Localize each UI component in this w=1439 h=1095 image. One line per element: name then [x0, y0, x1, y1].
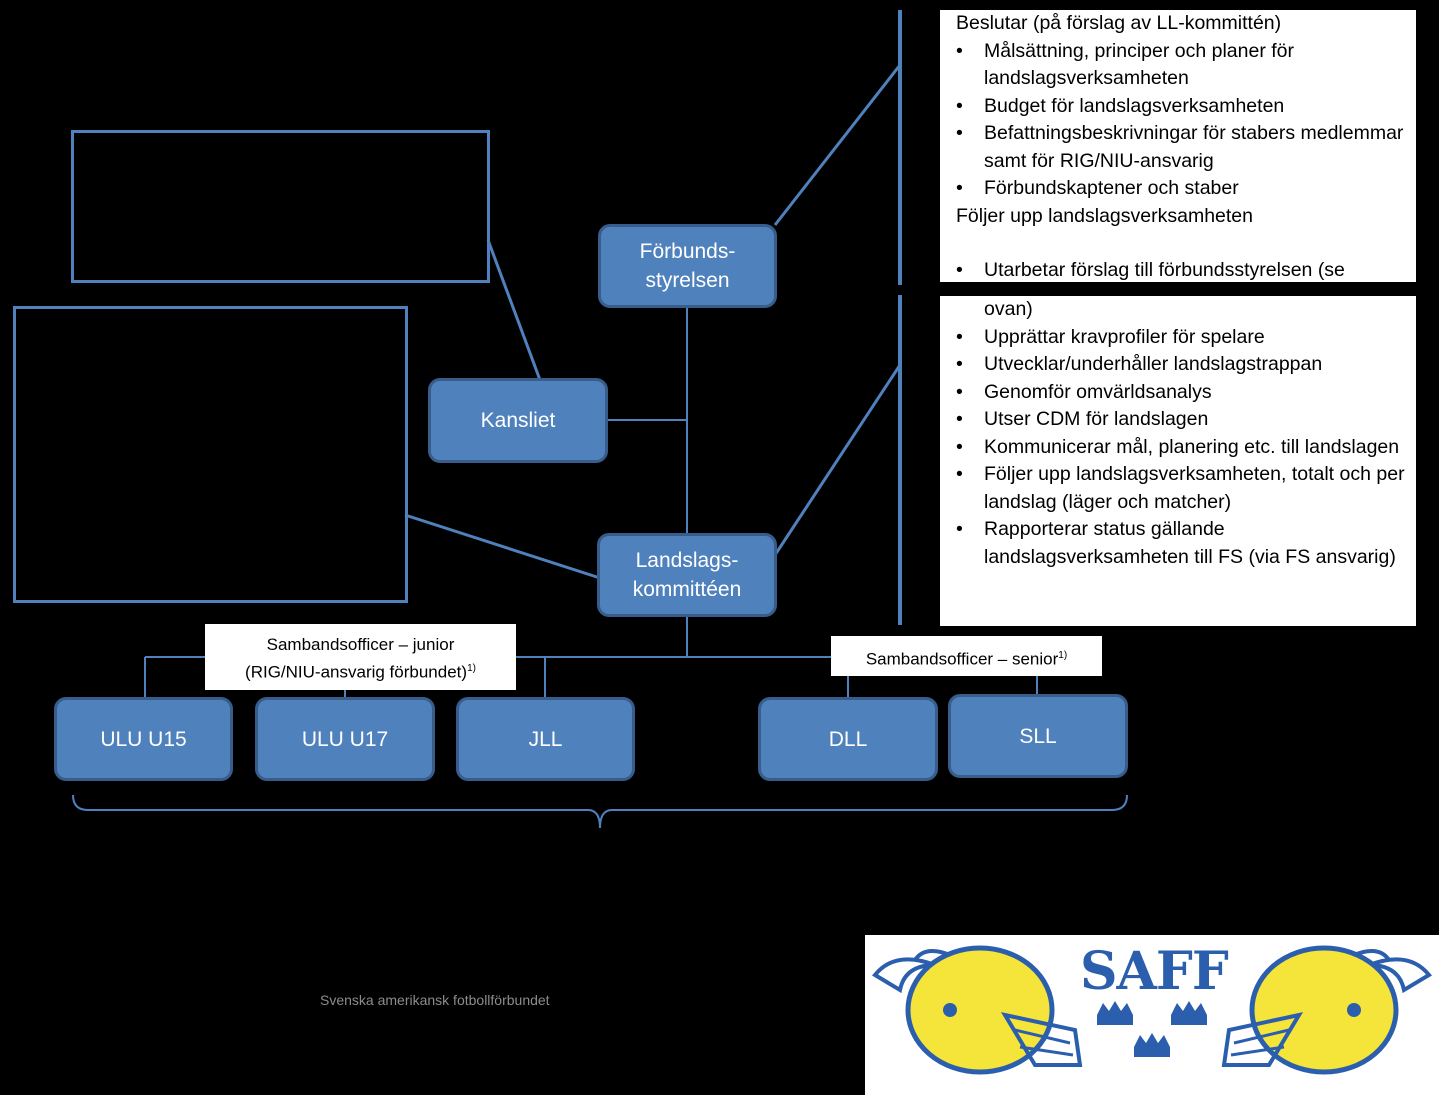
footnote-marker: 1): [1058, 650, 1068, 661]
committee-responsibilities-box: ovan) Upprättar kravprofiler för spelare…: [940, 296, 1416, 626]
board-responsibilities-box: Beslutar (på förslag av LL-kommittén) Må…: [940, 10, 1416, 282]
node-team-dll: DLL: [758, 697, 938, 781]
three-crowns-icon: [1097, 1001, 1207, 1057]
board-outro: Följer upp landslagsverksamheten: [956, 204, 1253, 227]
node-label: SLL: [1019, 724, 1057, 748]
left-helmet-icon: [872, 945, 1083, 1075]
board-item: Budget för landslagsverksamheten: [956, 93, 1406, 121]
node-label-line: Landslags-: [635, 549, 739, 572]
node-team-ulu-u17: ULU U17: [255, 697, 435, 781]
committee-item: Genomför omvärldsanalys: [956, 379, 1406, 407]
empty-callout-box-left: [13, 306, 408, 603]
board-item: Befattningsbeskrivningar för stabers med…: [956, 120, 1406, 175]
node-team-sll: SLL: [948, 694, 1128, 778]
board-items-list: Målsättning, principer och planer för la…: [956, 38, 1406, 203]
node-team-jll: JLL: [456, 697, 635, 781]
node-team-ulu-u15: ULU U15: [54, 697, 233, 781]
board-overflow-item: Utarbetar förslag till förbundsstyrelsen…: [956, 257, 1406, 282]
board-item: Förbundskaptener och staber: [956, 175, 1406, 203]
node-label: ULU U17: [301, 727, 389, 751]
committee-item: Rapporterar status gällande landslagsver…: [956, 516, 1406, 571]
node-label: ULU U15: [100, 727, 187, 751]
node-label-line: styrelsen: [645, 269, 730, 292]
committee-item: Utser CDM för landslagen: [956, 406, 1406, 434]
committee-item: Följer upp landslagsverksamheten, totalt…: [956, 461, 1406, 516]
node-kansliet: Kansliet: [428, 378, 608, 463]
committee-item: Utvecklar/underhåller landslagstrappan: [956, 351, 1406, 379]
liaison-senior-text: Sambandsofficer – senior: [865, 649, 1059, 669]
footnote-marker: 1): [467, 663, 476, 674]
committee-items-list: Upprättar kravprofiler för spelare Utvec…: [956, 324, 1406, 572]
right-helmet-icon: [1221, 945, 1432, 1075]
board-intro: Beslutar (på förslag av LL-kommittén): [956, 12, 1282, 34]
liaison-junior-line1: Sambandsofficer – junior: [266, 635, 455, 654]
board-overflow-list: Utarbetar förslag till förbundsstyrelsen…: [956, 257, 1406, 282]
footer-text: Svenska amerikansk fotbollförbundet: [320, 992, 550, 1008]
empty-callout-box-top: [71, 130, 490, 283]
liaison-junior-line2: (RIG/NIU-ansvarig förbundet): [245, 662, 468, 682]
node-landslagskommitteen: Landslags- kommittéen: [597, 533, 777, 617]
node-label: Kansliet: [480, 409, 556, 432]
committee-continuation: ovan): [984, 298, 1033, 320]
node-label-line: Förbunds-: [639, 240, 736, 263]
committee-item: Kommunicerar mål, planering etc. till la…: [956, 434, 1406, 462]
logo-text: SAFF: [1080, 941, 1229, 1002]
node-label-line: kommittéen: [632, 578, 742, 601]
node-label: JLL: [528, 727, 563, 751]
node-forbundsstyrelsen: Förbunds- styrelsen: [598, 224, 777, 308]
helmet-graphics: [872, 945, 1432, 1075]
committee-item: Upprättar kravprofiler för spelare: [956, 324, 1406, 352]
board-item: Målsättning, principer och planer för la…: [956, 38, 1406, 93]
node-label: DLL: [828, 727, 868, 751]
liaison-senior-label: Sambandsofficer – senior1): [831, 636, 1102, 676]
saff-logo: SAFF: [865, 935, 1439, 1095]
liaison-junior-label: Sambandsofficer – junior (RIG/NIU-ansvar…: [205, 624, 516, 690]
